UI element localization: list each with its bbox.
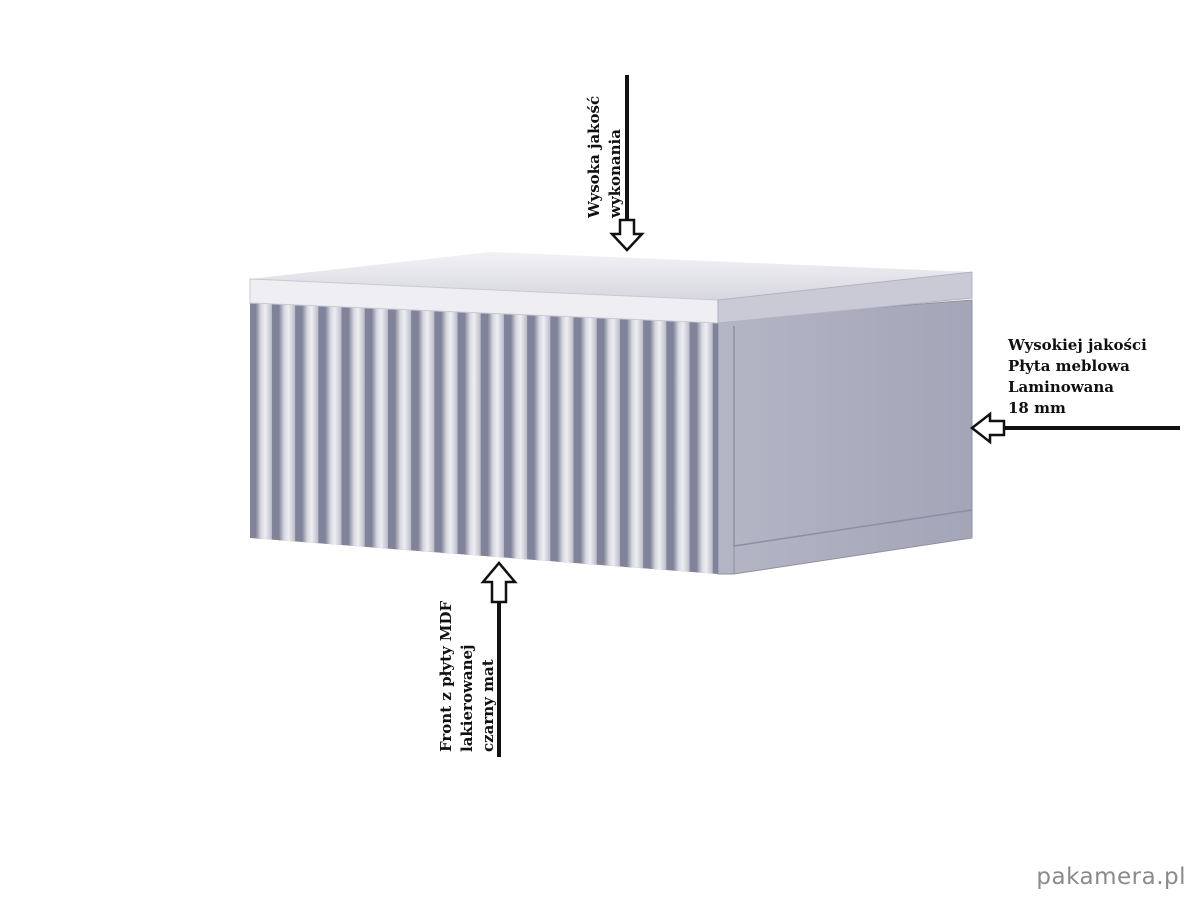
front-slat xyxy=(672,320,690,572)
front-slat xyxy=(626,318,644,569)
cabinet-front-backing xyxy=(250,303,718,574)
arrow-bottom xyxy=(480,561,518,757)
front-slat xyxy=(348,306,365,547)
front-slat xyxy=(255,303,272,540)
annotation-right-line: Laminowana xyxy=(1008,378,1115,396)
front-slat xyxy=(278,304,296,542)
cabinet xyxy=(249,252,973,575)
cabinet-side-panel xyxy=(717,299,973,575)
arrow-right xyxy=(969,411,1180,445)
annotation-right-line: Wysokiej jakości xyxy=(1008,336,1147,354)
front-slat xyxy=(394,308,412,551)
front-slat xyxy=(417,309,435,553)
front-slat xyxy=(301,305,319,544)
front-slat xyxy=(556,315,574,563)
annotation-bottom-line: lakierowanej xyxy=(458,644,476,752)
arrow-top-head-icon xyxy=(609,218,645,252)
cabinet-top-side-edge xyxy=(717,271,973,324)
front-slat xyxy=(649,319,667,571)
front-slat xyxy=(324,306,342,546)
annotation-right-line: 18 mm xyxy=(1008,399,1066,417)
front-slat xyxy=(371,307,388,549)
annotation-bottom-label: Front z płyty MDF lakierowanej czarny ma… xyxy=(436,601,499,752)
front-slat xyxy=(580,316,597,565)
front-slat xyxy=(603,317,620,567)
front-slat xyxy=(533,314,551,562)
annotation-bottom-line: czarny mat xyxy=(479,659,497,752)
front-slat xyxy=(464,311,481,556)
annotation-bottom-line: Front z płyty MDF xyxy=(437,600,455,752)
front-slats xyxy=(255,303,713,574)
arrow-bottom-head-icon xyxy=(480,561,518,604)
front-slat xyxy=(696,321,713,574)
cabinet-top xyxy=(250,252,972,301)
annotation-right-label: Wysokiej jakości Płyta meblowa Laminowan… xyxy=(1008,335,1147,419)
arrow-top xyxy=(609,75,645,252)
front-slat xyxy=(487,312,504,558)
annotation-right-line: Płyta meblowa xyxy=(1008,357,1130,375)
annotation-top-line: Wysoka jakość xyxy=(585,95,603,218)
arrow-right-head-icon xyxy=(969,411,1006,445)
front-slat xyxy=(510,313,528,560)
watermark-logo: pakamera.pl xyxy=(1036,864,1186,890)
front-slat xyxy=(440,310,458,554)
annotation-top-line: wykonania xyxy=(606,129,624,218)
annotation-top-label: Wysoka jakość wykonania xyxy=(584,96,626,218)
